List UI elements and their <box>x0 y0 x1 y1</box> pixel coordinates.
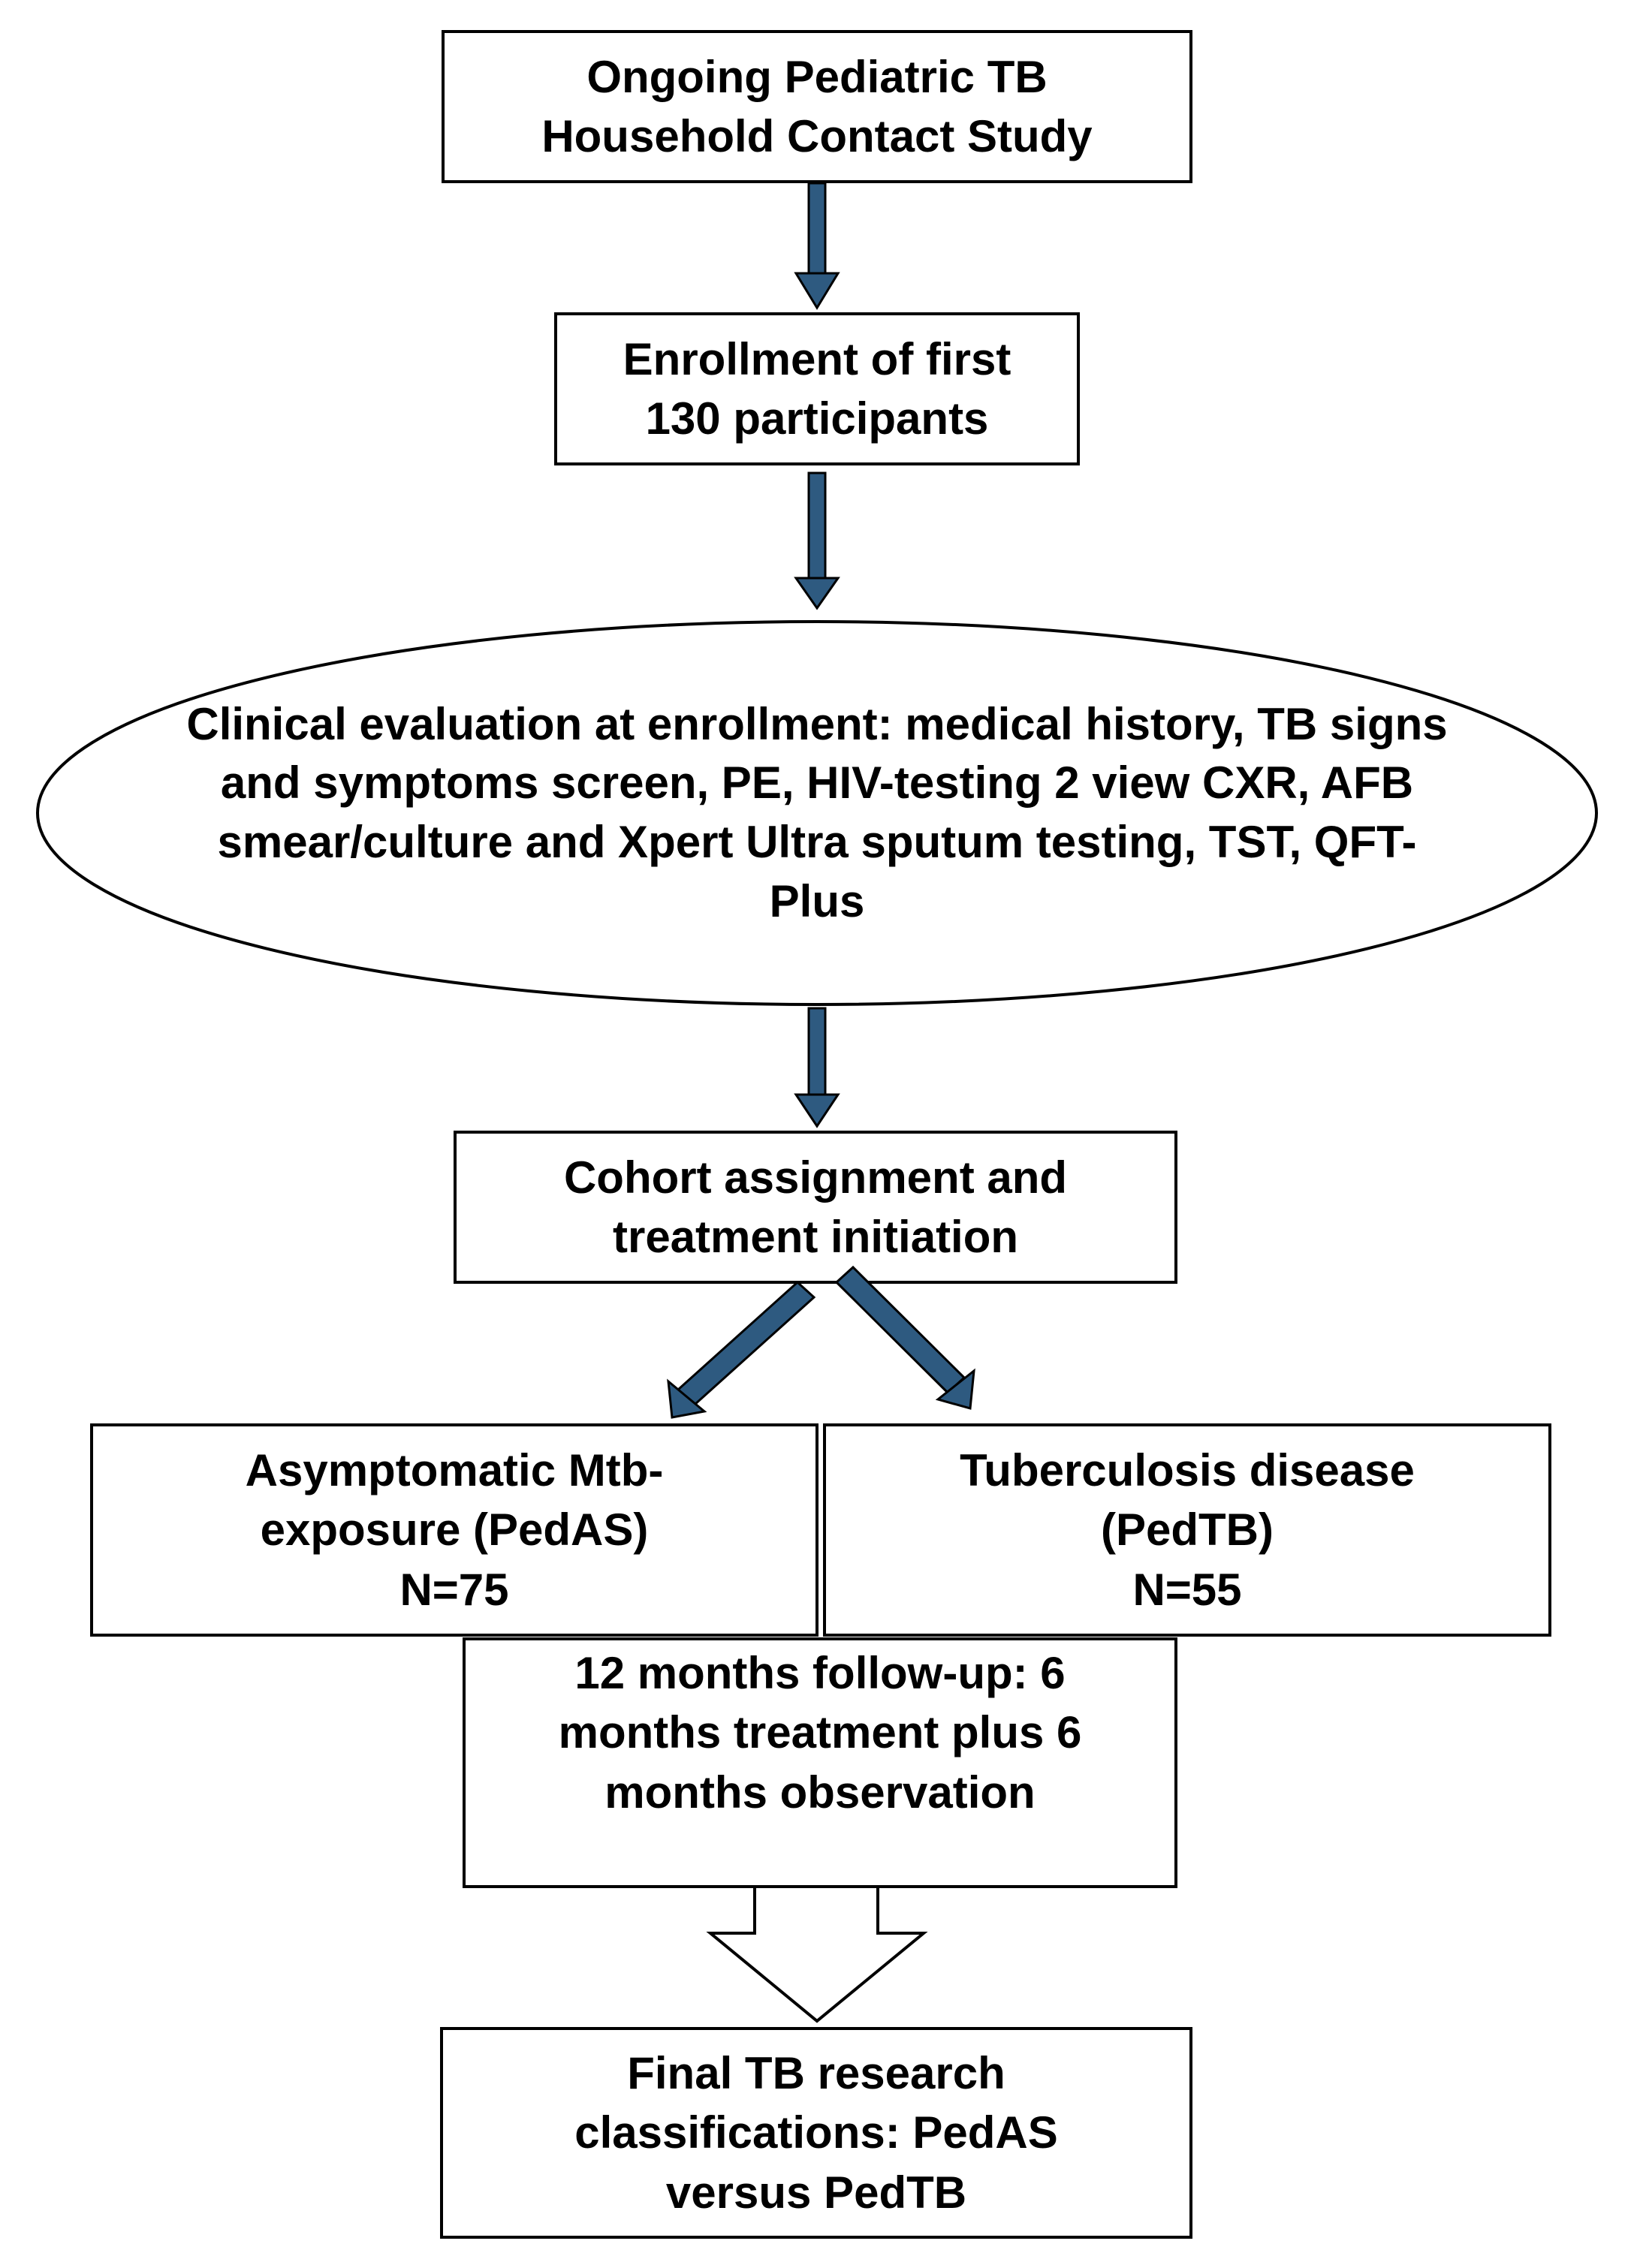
pedas-box <box>90 1423 819 1637</box>
study-box <box>442 30 1192 183</box>
followup-label-line: months observation <box>604 1767 1036 1818</box>
cohort-box <box>454 1131 1177 1284</box>
evaluation-label: Clinical evaluation at enrollment: medic… <box>75 676 1559 950</box>
arrow-followup-to-final <box>706 1885 928 2023</box>
arrow-study-to-enrollment <box>794 182 840 310</box>
pedtb-label-line: Tuberculosis disease <box>960 1445 1415 1496</box>
cohort-label-line: Cohort assignment and <box>563 1152 1068 1203</box>
followup-box <box>463 1637 1177 1888</box>
final-label-line: Final TB research <box>627 2048 1005 2099</box>
evaluation-ellipse <box>36 620 1598 1006</box>
evaluation-label-line: and symptoms screen, PE, HIV-testing 2 v… <box>220 758 1414 809</box>
arrow-cohort-to-pedtb <box>834 1265 975 1410</box>
followup-label-line: 12 months follow-up: 6 <box>574 1648 1066 1699</box>
pedas-label: Asymptomatic Mtb- exposure (PedAS) N=75 <box>92 1425 817 1635</box>
pedtb-count: N=55 <box>1132 1564 1242 1615</box>
cohort-label: Cohort assignment and treatment initiati… <box>455 1132 1176 1282</box>
study-label-line: Household Contact Study <box>541 111 1093 161</box>
evaluation-label-line: Plus <box>769 875 865 926</box>
enrollment-label-line: Enrollment of first <box>623 333 1011 384</box>
pedas-label-line: exposure (PedAS) <box>260 1504 649 1556</box>
enrollment-label: Enrollment of first 130 participants <box>556 314 1078 464</box>
pedas-count: N=75 <box>399 1564 509 1615</box>
enrollment-label-line: 130 participants <box>645 393 989 444</box>
followup-label-line: months treatment plus 6 <box>558 1707 1082 1758</box>
pedtb-label-line: (PedTB) <box>1101 1504 1274 1556</box>
enrollment-box <box>554 312 1080 465</box>
followup-label: 12 months follow-up: 6 months treatment … <box>464 1639 1176 1827</box>
arrow-enrollment-to-evaluation <box>794 471 840 610</box>
arrow-evaluation-to-cohort <box>794 1007 840 1128</box>
study-label: Ongoing Pediatric TB Household Contact S… <box>443 32 1191 182</box>
evaluation-label-line: Clinical evaluation at enrollment: medic… <box>186 698 1448 749</box>
pedas-label-line: Asymptomatic Mtb- <box>245 1445 664 1496</box>
final-label-line: classifications: PedAS <box>574 2107 1058 2158</box>
final-label: Final TB research classifications: PedAS… <box>442 2029 1191 2237</box>
pedtb-label: Tuberculosis disease (PedTB) N=55 <box>825 1425 1550 1635</box>
pedtb-box <box>823 1423 1551 1637</box>
final-box <box>440 2027 1192 2239</box>
final-label-line: versus PedTB <box>665 2167 967 2218</box>
cohort-label-line: treatment initiation <box>612 1212 1019 1262</box>
arrow-cohort-to-pedas <box>667 1280 816 1419</box>
study-label-line: Ongoing Pediatric TB <box>586 51 1048 102</box>
evaluation-label-line: smear/culture and Xpert Ultra sputum tes… <box>217 817 1417 867</box>
